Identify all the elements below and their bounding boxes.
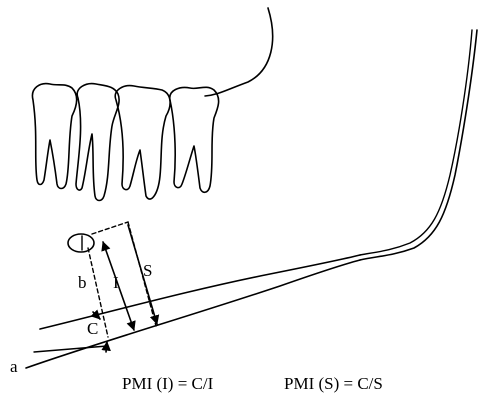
cortex-lower-border [26, 260, 360, 368]
mandible-baseline-line [34, 346, 107, 352]
label-b: b [78, 273, 87, 292]
tooth-molar-1 [115, 86, 170, 199]
label-s: S [143, 261, 152, 280]
ramus-outline-outer [360, 30, 477, 260]
label-i: I [113, 273, 119, 292]
formula-pmi-i: PMI (I) = C/I [122, 374, 214, 393]
cortex-upper-border [40, 255, 360, 329]
tooth-molar-2 [170, 87, 219, 192]
dashed-line-top [92, 222, 128, 234]
tooth-premolar-2 [76, 84, 119, 201]
label-c: C [87, 319, 98, 338]
label-a: a [10, 357, 18, 376]
mental-foramen [68, 234, 94, 252]
formula-pmi-s: PMI (S) = C/S [284, 374, 383, 393]
tooth-premolar-1 [32, 84, 76, 189]
maxilla-outline [205, 8, 273, 96]
measure-arrow-c-bottom [106, 342, 107, 352]
ramus-outline-inner [360, 30, 472, 255]
